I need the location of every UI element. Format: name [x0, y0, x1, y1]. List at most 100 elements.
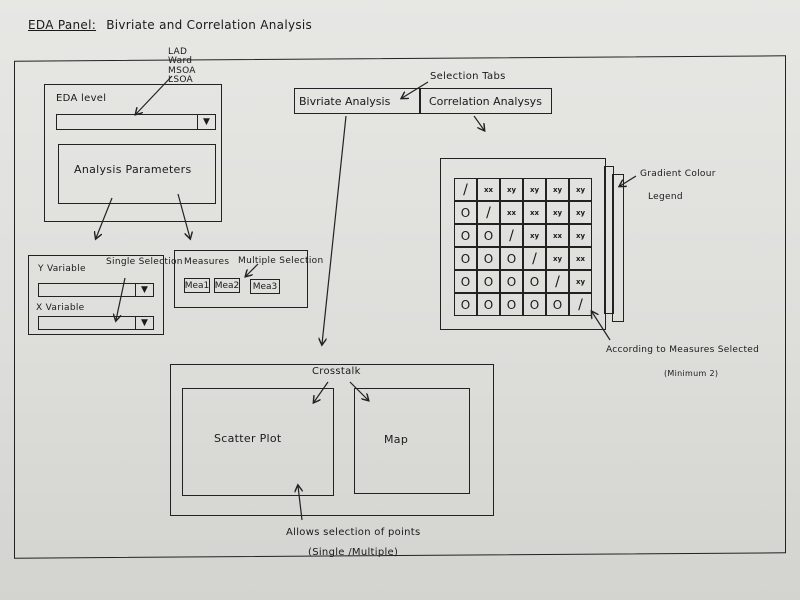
eda-level-option-note: LSOA — [168, 75, 194, 86]
arrow-correlation-tab — [473, 115, 484, 130]
scatter-plot-label: Scatter Plot — [214, 432, 282, 445]
matrix-cell[interactable]: xy — [546, 247, 569, 270]
gradient-legend-bar-back — [612, 174, 624, 322]
gradient-legend-note-line: Legend — [648, 192, 683, 203]
arrow-multiple-selection — [246, 263, 259, 276]
matrix-cell[interactable]: / — [523, 247, 546, 270]
matrix-cell[interactable]: O — [477, 270, 500, 293]
analysis-parameters-box — [58, 144, 216, 204]
matrix-cell[interactable]: O — [454, 201, 477, 224]
measure-chip[interactable]: Mea3 — [250, 279, 280, 294]
arrow-measures-selected — [592, 312, 611, 341]
matrix-cell[interactable]: O — [454, 247, 477, 270]
y-variable-label: Y Variable — [38, 264, 86, 274]
matrix-cell[interactable]: O — [546, 293, 569, 316]
selection-tabs: Bivriate Analysis Correlation Analysys — [294, 88, 552, 114]
matrix-cell[interactable]: O — [523, 270, 546, 293]
matrix-cell[interactable]: O — [523, 293, 546, 316]
matrix-cell[interactable]: xx — [500, 201, 523, 224]
panel-title-main: EDA Panel: — [28, 18, 97, 32]
crosstalk-note: Crosstalk — [312, 366, 361, 377]
matrix-cell[interactable]: / — [500, 224, 523, 247]
matrix-cell[interactable]: xy — [500, 178, 523, 201]
chevron-down-icon[interactable]: ▼ — [135, 317, 153, 329]
matrix-cell[interactable]: xy — [546, 178, 569, 201]
eda-level-option-note: MSOA — [168, 65, 196, 76]
chevron-down-icon[interactable]: ▼ — [197, 115, 215, 129]
measures-label: Measures — [184, 257, 230, 267]
analysis-parameters-label: Analysis Parameters — [74, 163, 192, 176]
eda-level-label: EDA level — [56, 93, 107, 104]
matrix-cell[interactable]: xy — [523, 178, 546, 201]
arrow-crosstalk-scatter — [314, 381, 329, 402]
scatter-plot-area[interactable] — [182, 388, 334, 496]
matrix-cell[interactable]: O — [477, 293, 500, 316]
matrix-cell[interactable]: / — [454, 178, 477, 201]
matrix-cell[interactable]: O — [454, 270, 477, 293]
panel-title-sub: Bivriate and Correlation Analysis — [106, 18, 313, 32]
matrix-cell[interactable]: O — [454, 293, 477, 316]
arrow-to-measures — [177, 193, 190, 238]
matrix-cell[interactable]: / — [569, 293, 592, 316]
matrix-cell[interactable]: xy — [569, 224, 592, 247]
matrix-cell[interactable]: / — [546, 270, 569, 293]
matrix-cell[interactable]: O — [454, 224, 477, 247]
arrow-selection-points — [298, 486, 302, 521]
arrow-crosstalk-map — [349, 381, 368, 400]
arrow-eda-options — [136, 75, 173, 114]
selection-mode-note: (Single /Multiple) — [308, 547, 399, 558]
measures-panel — [174, 250, 308, 308]
gradient-legend-bar — [604, 166, 614, 314]
matrix-cell[interactable]: xy — [569, 178, 592, 201]
arrow-gradient-legend — [620, 175, 637, 186]
eda-level-panel — [44, 84, 222, 222]
x-variable-dropdown[interactable]: ▼ — [38, 316, 154, 330]
matrix-cell[interactable]: xy — [523, 224, 546, 247]
y-variable-dropdown[interactable]: ▼ — [38, 283, 154, 297]
tab-correlation-analysis[interactable]: Correlation Analysys — [429, 94, 542, 108]
arrow-single-selection — [116, 277, 126, 320]
measures-selected-note: According to Measures Selected — [606, 345, 760, 355]
x-variable-label: X Variable — [36, 303, 85, 313]
matrix-cell[interactable]: xx — [546, 224, 569, 247]
panel-title: EDA Panel: Bivriate and Correlation Anal… — [28, 18, 312, 32]
single-selection-note: Single Selection — [106, 257, 183, 267]
matrix-cell[interactable]: xy — [546, 201, 569, 224]
matrix-cell[interactable]: xy — [569, 201, 592, 224]
correlation-matrix-frame — [440, 158, 606, 330]
arrow-selection-tabs — [402, 81, 429, 98]
matrix-cell[interactable]: xx — [477, 178, 500, 201]
variables-panel — [28, 255, 164, 335]
minimum-note: (Minimum 2) — [664, 369, 719, 378]
tab-bivariate-analysis[interactable]: Bivriate Analysis — [299, 94, 391, 108]
matrix-cell[interactable]: O — [500, 247, 523, 270]
matrix-cell[interactable]: O — [500, 293, 523, 316]
eda-level-option-note: LAD — [168, 47, 188, 57]
measure-chip[interactable]: Mea1 — [184, 278, 210, 293]
matrix-cell[interactable]: xx — [523, 201, 546, 224]
matrix-cell[interactable]: O — [477, 247, 500, 270]
eda-level-options-note: LAD Ward MSOA LSOA — [168, 47, 196, 86]
tab-divider — [419, 89, 421, 113]
arrow-bivariate-to-crosstalk — [322, 115, 347, 344]
matrix-cell[interactable]: O — [477, 224, 500, 247]
chevron-down-icon[interactable]: ▼ — [135, 284, 153, 296]
measure-chip[interactable]: Mea2 — [214, 278, 240, 293]
matrix-cell[interactable]: xy — [569, 270, 592, 293]
gradient-legend-note-line: Gradient Colour — [640, 169, 716, 179]
selection-tabs-note: Selection Tabs — [430, 71, 506, 82]
matrix-cell[interactable]: O — [500, 270, 523, 293]
multiple-selection-note: Multiple Selection — [238, 256, 324, 266]
arrow-to-variables — [96, 197, 113, 238]
matrix-cell[interactable]: / — [477, 201, 500, 224]
crosstalk-panel — [170, 364, 494, 516]
eda-level-option-note: Ward — [168, 56, 193, 67]
gradient-legend-note: Gradient Colour Legend — [640, 169, 716, 203]
map-area[interactable] — [354, 388, 470, 494]
map-label: Map — [384, 433, 409, 446]
matrix-cell[interactable]: xx — [569, 247, 592, 270]
selection-note: Allows selection of points — [286, 527, 421, 538]
